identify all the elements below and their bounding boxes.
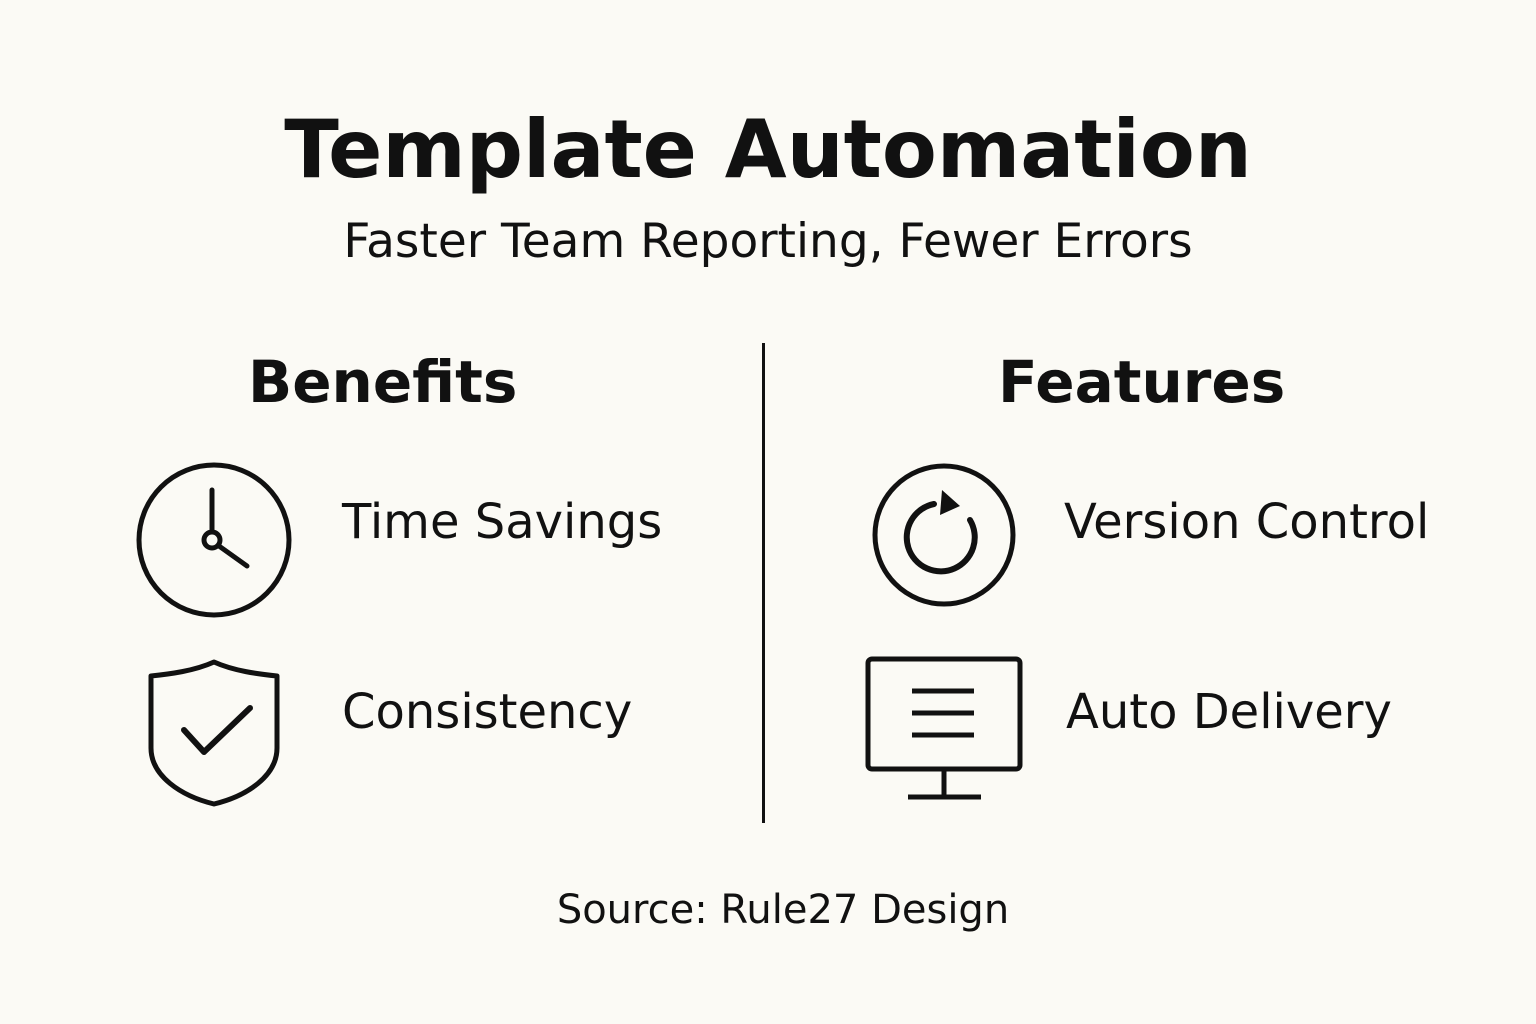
page-subtitle: Faster Team Reporting, Fewer Errors [343, 214, 1193, 269]
features-heading: Features [998, 348, 1286, 416]
benefits-heading: Benefits [248, 348, 518, 416]
shield-check-icon [148, 659, 280, 807]
clock-icon [136, 462, 292, 618]
benefit-label-consistency: Consistency [342, 684, 633, 740]
page-title: Template Automation [284, 103, 1252, 196]
refresh-circle-icon [872, 463, 1016, 607]
feature-label-auto-delivery: Auto Delivery [1066, 684, 1392, 740]
feature-label-version-control: Version Control [1064, 494, 1430, 550]
monitor-icon [865, 656, 1023, 800]
source-caption: Source: Rule27 Design [556, 887, 1010, 933]
column-divider [762, 343, 765, 823]
benefit-label-time-savings: Time Savings [342, 494, 663, 550]
